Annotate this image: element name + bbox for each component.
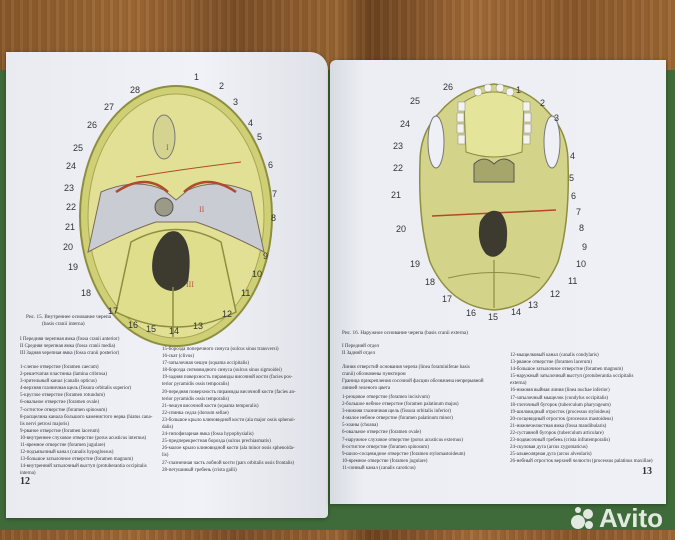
label-9: 9: [263, 251, 269, 261]
label-8: 8: [271, 213, 277, 223]
label-2: 2: [540, 98, 546, 108]
label-4: 4: [570, 151, 576, 161]
roman-mark-III: III: [186, 280, 194, 289]
legend-column-1: 1-резцовое отверстие (foramen incisivum)…: [342, 395, 466, 471]
external-skull-base-illustration: [418, 83, 570, 311]
label-11: 11: [568, 276, 578, 286]
label-5: 5: [569, 173, 575, 183]
page-number: 12: [20, 476, 30, 487]
notes: Линия отверстий основания черепа (linea …: [342, 365, 484, 392]
label-10: 10: [576, 259, 587, 269]
label-15: 15: [146, 324, 157, 334]
avito-wordmark: Avito: [598, 503, 663, 533]
label-17: 17: [442, 294, 453, 304]
label-25: 25: [410, 96, 421, 106]
label-12: 12: [550, 289, 561, 299]
avito-logo-icon: [570, 506, 595, 531]
label-16: 16: [466, 308, 477, 318]
label-8: 8: [579, 223, 585, 233]
label-26: 26: [443, 82, 454, 92]
label-14: 14: [169, 326, 180, 336]
right-page: 26 1 2 3 4 5 6 7 8 9 10 11 12 13 14 15 1…: [330, 60, 666, 504]
label-9: 9: [582, 242, 588, 252]
legend-column-2: 15-борозда поперечного синуса (sulcus si…: [162, 347, 296, 473]
roman-mark-II: II: [199, 205, 205, 214]
legend-column-1: 1-слепое отверстие (foramen caecum) 2-ре…: [20, 365, 153, 477]
label-25: 25: [73, 143, 84, 153]
avito-watermark: Avito: [570, 503, 663, 534]
label-7: 7: [576, 207, 582, 217]
label-5: 5: [257, 132, 263, 142]
label-2: 2: [219, 81, 225, 91]
label-22: 22: [66, 202, 77, 212]
label-6: 6: [571, 191, 577, 201]
label-23: 23: [393, 141, 404, 151]
label-24: 24: [400, 119, 411, 129]
label-7: 7: [272, 189, 278, 199]
label-1: 1: [516, 85, 522, 95]
label-10: 10: [252, 269, 263, 279]
figure-caption: Рис. 15. Внутреннее основание черепа (ba…: [26, 314, 111, 328]
label-19: 19: [410, 259, 421, 269]
label-15: 15: [488, 312, 499, 322]
section-list: I Передний отдел II Задний отдел: [342, 344, 380, 357]
label-21: 21: [65, 222, 76, 232]
label-18: 18: [425, 277, 436, 287]
label-16: 16: [128, 320, 139, 330]
label-23: 23: [64, 183, 75, 193]
label-24: 24: [66, 161, 77, 171]
label-13: 13: [193, 321, 204, 331]
label-21: 21: [391, 190, 402, 200]
label-22: 22: [393, 163, 404, 173]
left-page: III II I 1 2 3 4 5 6 7 8 9 10 11 12 13 1…: [6, 52, 328, 518]
label-19: 19: [68, 262, 79, 272]
label-17: 17: [108, 306, 119, 316]
section-list: I Передняя черепная ямка (fossa cranii a…: [20, 337, 120, 357]
label-13: 13: [528, 300, 539, 310]
label-1: 1: [194, 72, 200, 82]
page-number: 13: [642, 466, 652, 477]
label-20: 20: [63, 242, 74, 252]
internal-skull-base-illustration: III II I: [79, 85, 273, 347]
label-3: 3: [233, 97, 239, 107]
label-12: 12: [222, 309, 233, 319]
label-26: 26: [87, 120, 98, 130]
label-28: 28: [130, 85, 141, 95]
label-27: 27: [104, 102, 115, 112]
label-20: 20: [396, 224, 407, 234]
figure-caption: Рис. 16. Наружное основание черепа (basi…: [342, 330, 468, 336]
label-14: 14: [511, 307, 522, 317]
roman-mark-I: I: [166, 143, 169, 152]
label-18: 18: [81, 288, 92, 298]
label-6: 6: [268, 160, 274, 170]
label-4: 4: [248, 118, 254, 128]
label-3: 3: [554, 113, 560, 123]
legend-column-2: 12-мыщелковый канал (canalis condylaris)…: [510, 353, 653, 465]
label-11: 11: [241, 288, 251, 298]
